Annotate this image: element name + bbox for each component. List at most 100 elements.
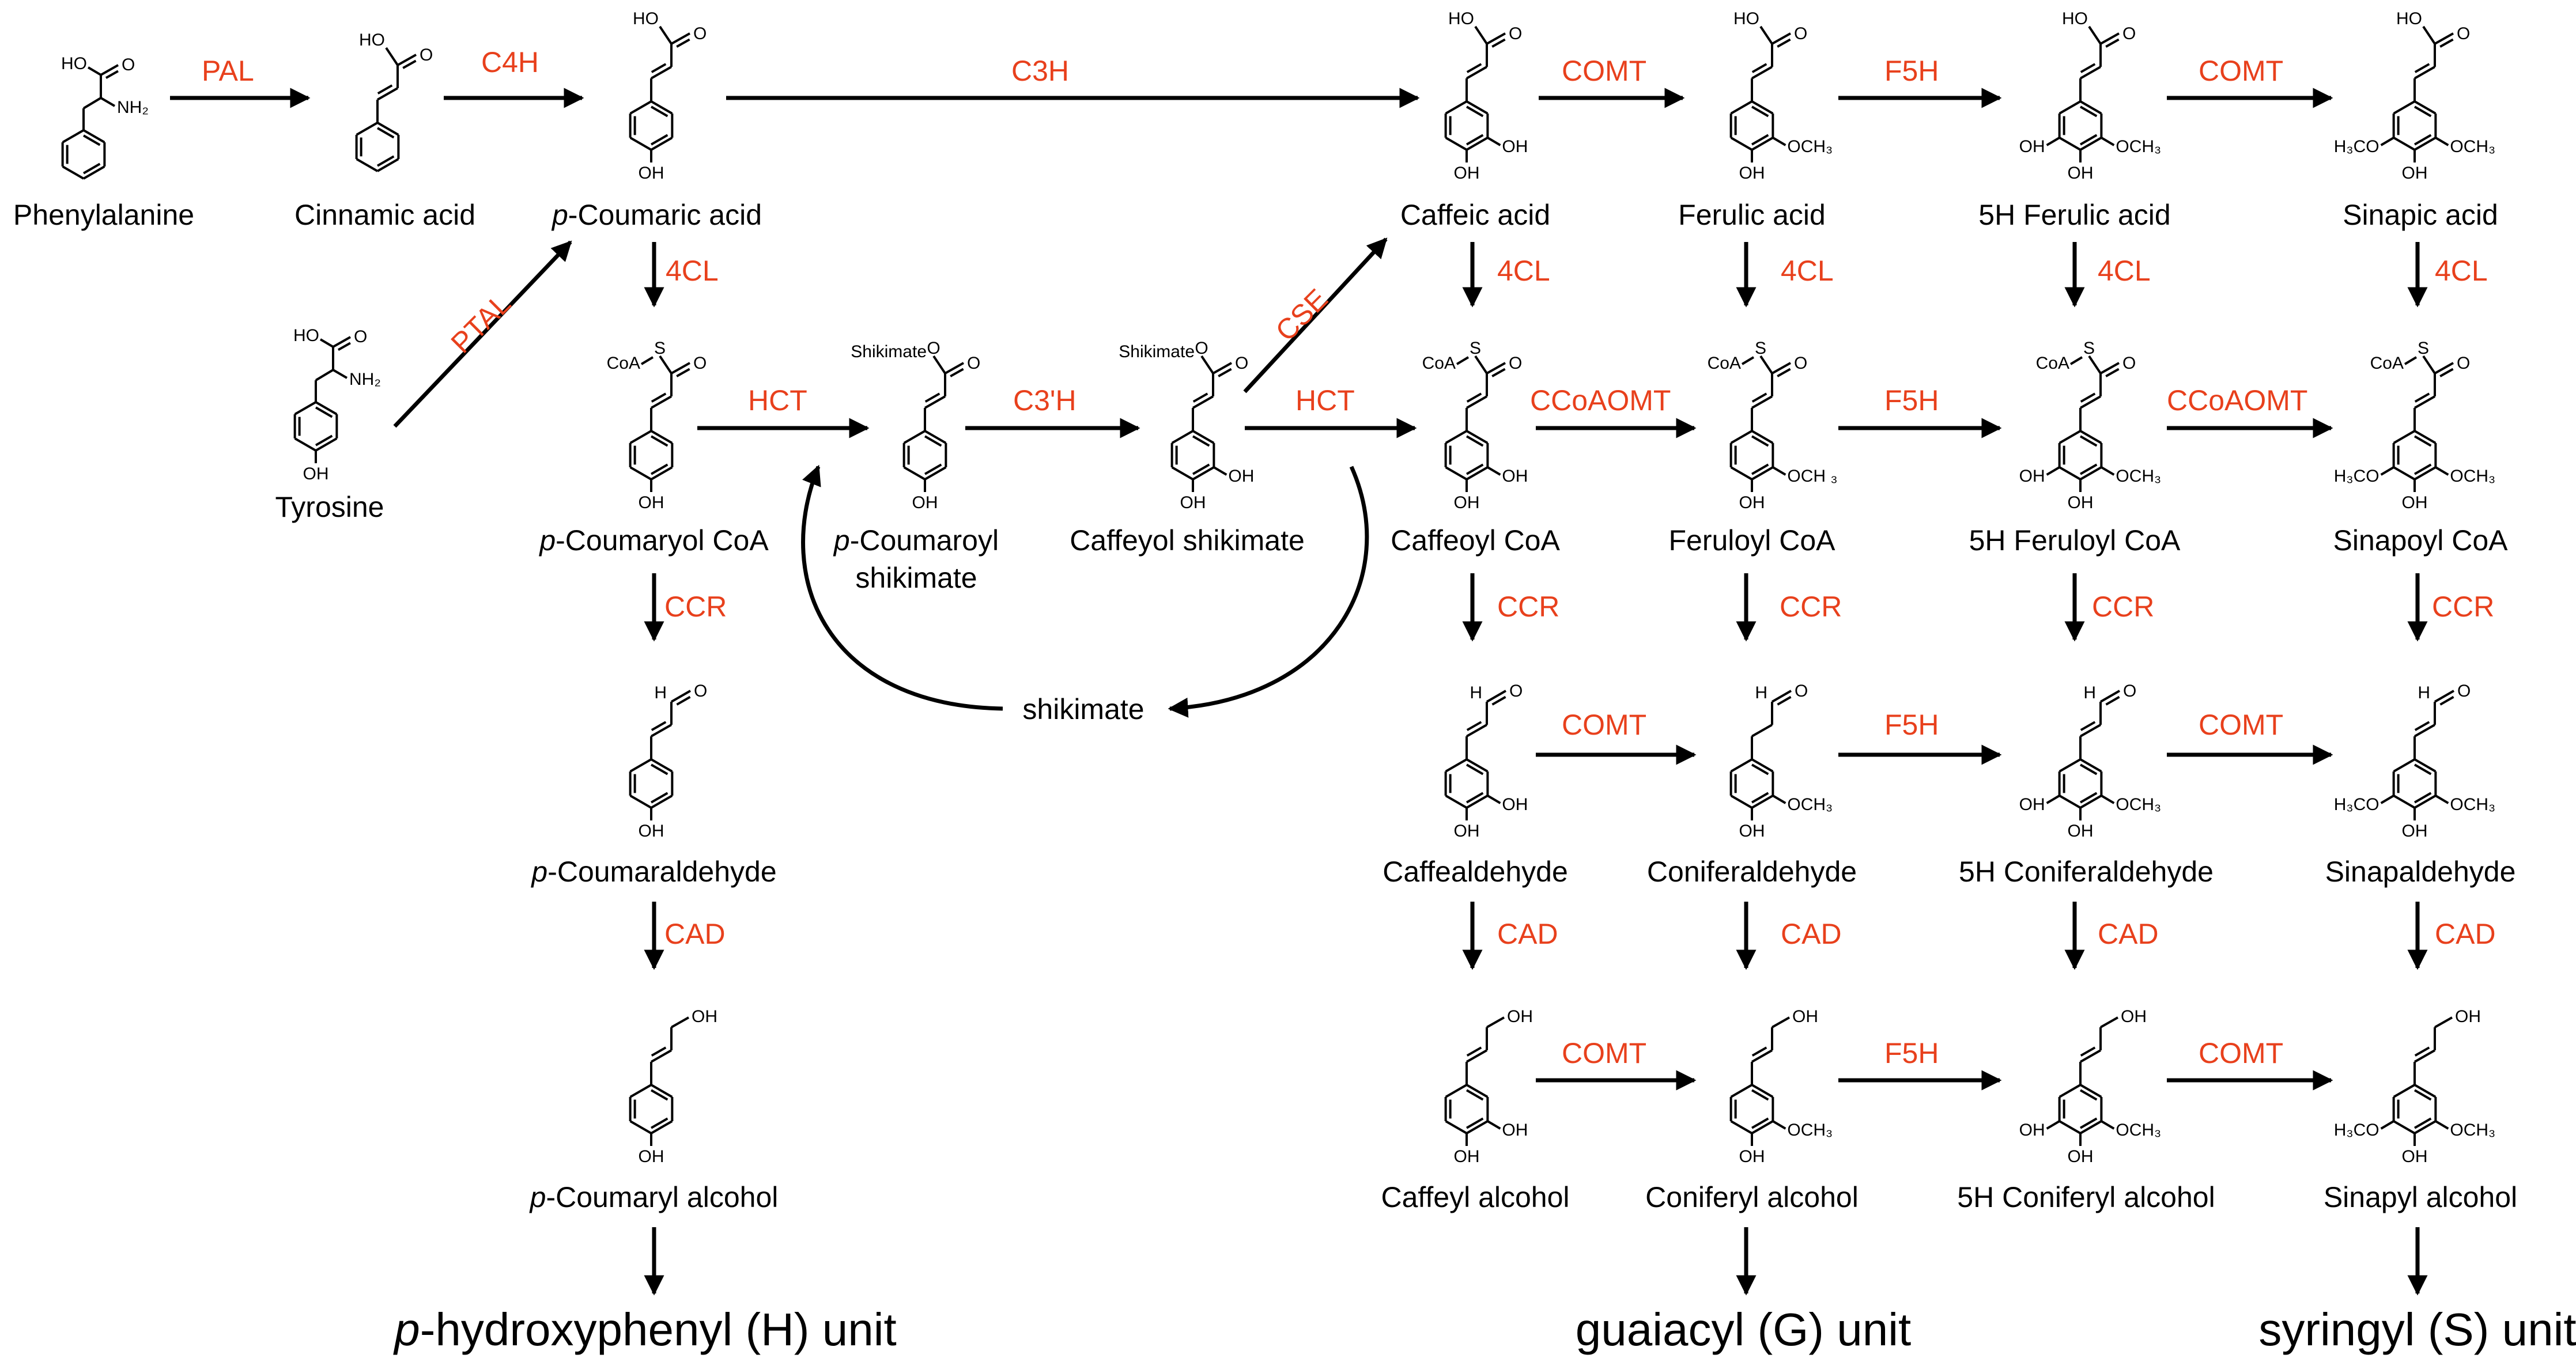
oxygen-label: O: [1509, 354, 1522, 373]
enzyme-f5h-coa: F5H: [1884, 384, 1939, 417]
oxygen-label: O: [1794, 24, 1807, 43]
hydroxyl-label: OH: [2068, 493, 2094, 512]
coa-label: CoA: [607, 354, 640, 373]
arrow-cse: [1243, 237, 1388, 394]
ring-substituent-label: OH: [2019, 467, 2045, 486]
label-feruloyl-coa: Feruloyl CoA: [1669, 524, 1836, 557]
oxygen-label: O: [2122, 354, 2136, 373]
ring-substituent-label: OH: [1502, 137, 1528, 156]
enzyme-comt-ald-2: COMT: [2199, 709, 2283, 741]
hydrogen-label: H: [2083, 683, 2096, 702]
ring-substituent-label: OCH₃: [2116, 467, 2161, 486]
hydroxyl-label: OH: [1739, 1147, 1765, 1166]
label-caffeoyl-coa: Caffeoyl CoA: [1391, 524, 1560, 557]
enzyme-hct-1: HCT: [748, 384, 807, 417]
hydroxyl-label: OH: [1454, 822, 1480, 841]
sulfur-label: S: [654, 339, 666, 358]
coa-label: CoA: [1708, 354, 1741, 373]
enzyme-4cl-5h: 4CL: [2098, 255, 2151, 287]
sulfur-label: S: [2418, 339, 2429, 358]
hydroxyl-label: OH: [639, 1147, 664, 1166]
label-p-coumaraldehyde: p-Coumaraldehyde: [530, 856, 776, 888]
enzyme-comt-ald-1: COMT: [1562, 709, 1646, 741]
arrow-shikimate-release: [1168, 466, 1369, 718]
oxygen-label: O: [2457, 24, 2470, 43]
oxygen-label: O: [420, 46, 433, 65]
enzyme-cad-caff: CAD: [1497, 918, 1558, 950]
label-5h-feruloyl-coa: 5H Feruloyl CoA: [1969, 524, 2181, 557]
label-caffealdehyde: Caffealdehyde: [1383, 856, 1568, 888]
enzyme-4cl-caffeic: 4CL: [1497, 255, 1550, 287]
ring-substituent-label: OCH₃: [2450, 137, 2495, 156]
amine-label: NH₂: [117, 98, 149, 117]
label-5h-coniferaldehyde: 5H Coniferaldehyde: [1959, 856, 2214, 888]
amine-label: NH₂: [349, 370, 381, 389]
unit-syringyl: syringyl (S) unit: [2258, 1304, 2576, 1355]
ring-substituent-label: H₃CO: [2334, 795, 2379, 814]
label-coniferaldehyde: Coniferaldehyde: [1647, 856, 1857, 888]
enzyme-hct-2: HCT: [1295, 384, 1355, 417]
oxygen-label: O: [2457, 682, 2471, 701]
sulfur-label: S: [1755, 339, 1766, 358]
label-caffeoyl-shikimate: Caffeyol shikimate: [1070, 524, 1305, 557]
hydroxyl-label: HO: [1733, 9, 1759, 28]
sulfur-label: S: [1470, 339, 1481, 358]
ring-substituent-label: OH: [2019, 137, 2045, 156]
hydrogen-label: H: [2418, 683, 2430, 702]
arrow-shikimate-uptake: [801, 464, 1003, 711]
label-shikimate: shikimate: [1022, 693, 1144, 725]
enzyme-4cl-h: 4CL: [666, 255, 719, 287]
ring-substituent-label: OH: [2019, 1121, 2045, 1140]
hydrogen-label: H: [1755, 683, 1767, 702]
enzyme-ccr-h: CCR: [664, 591, 727, 623]
hydroxyl-label: OH: [1739, 822, 1765, 841]
ring-substituent-label: OCH₃: [2116, 1121, 2161, 1140]
hydroxyl-label: OH: [1180, 493, 1206, 512]
enzyme-ccr-5h: CCR: [2092, 591, 2154, 623]
hydroxyl-label: OH: [639, 164, 664, 183]
label-caffeyl-alcohol: Caffeyl alcohol: [1381, 1181, 1569, 1213]
label-tyrosine: Tyrosine: [275, 491, 384, 523]
coa-label: CoA: [2370, 354, 2404, 373]
hydroxyl-label: OH: [2402, 164, 2428, 183]
oxygen-label: O: [122, 55, 135, 74]
hydrogen-label: H: [654, 683, 667, 702]
ring-substituent-label: OH: [1502, 467, 1528, 486]
oxygen-label: O: [2123, 682, 2136, 701]
ring-substituent-label: OH: [1502, 1121, 1528, 1140]
hydroxyl-label: OH: [2068, 164, 2094, 183]
oxygen-label: O: [2457, 354, 2470, 373]
hydroxyl-label: HO: [2396, 9, 2422, 28]
shikimate-group-label: Shikimate: [1119, 342, 1195, 361]
label-p-coumaric-acid: p-Coumaric acid: [551, 199, 762, 231]
hydroxyl-label: OH: [639, 493, 664, 512]
ring-substituent-label: H₃CO: [2334, 1121, 2379, 1140]
enzyme-c3h: C3H: [1011, 55, 1069, 87]
label-caffeic-acid: Caffeic acid: [1400, 199, 1550, 231]
ring-substituent-label: OCH₃: [2450, 467, 2495, 486]
ring-substituent-label: OCH₃: [1787, 1121, 1833, 1140]
ring-substituent-label: OCH₃: [2450, 1121, 2495, 1140]
hydrogen-label: H: [1470, 683, 1482, 702]
arrow-ptal: [393, 240, 572, 428]
label-sinapic-acid: Sinapic acid: [2343, 199, 2498, 231]
label-5h-coniferyl-alcohol: 5H Coniferyl alcohol: [1957, 1181, 2215, 1213]
enzyme-f5h-acid: F5H: [1884, 55, 1939, 87]
oxygen-label: O: [694, 682, 707, 701]
oxygen-label: O: [1195, 339, 1208, 358]
